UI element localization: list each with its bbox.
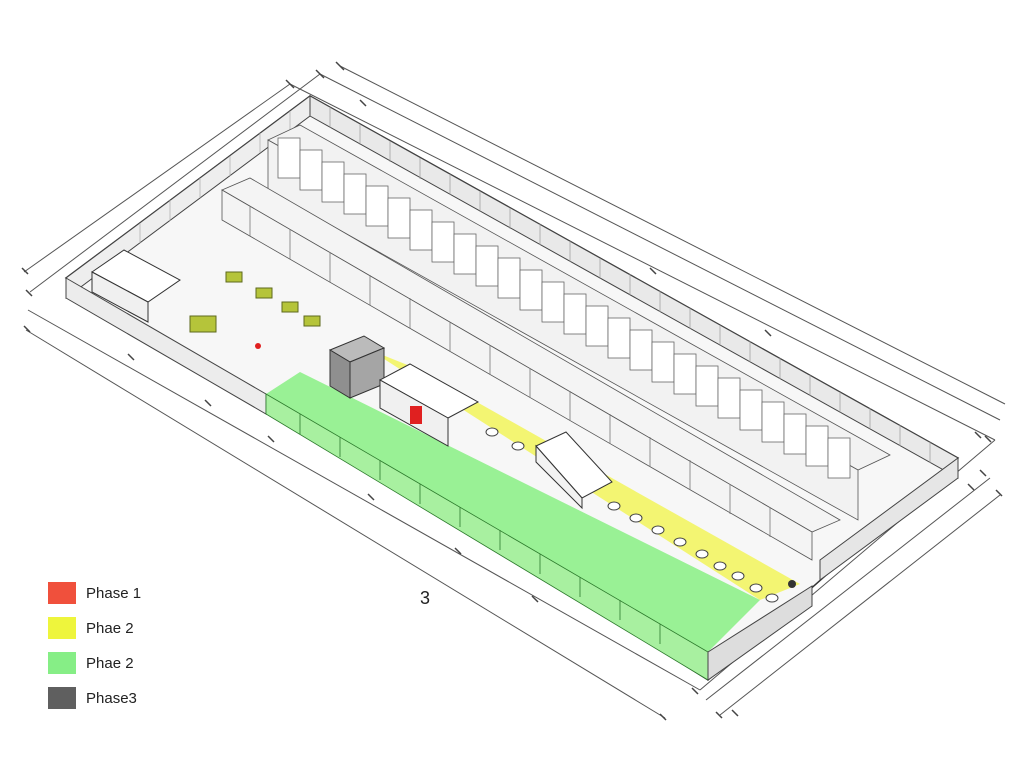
phase-green-zone (266, 372, 760, 652)
legend-item-phase-1: Phase 1 (48, 582, 188, 606)
legend-label: Phae 2 (86, 620, 134, 637)
office-box (91, 249, 181, 323)
white-unit (535, 431, 613, 510)
legend-swatch (48, 582, 76, 604)
glazing-mullions (299, 414, 661, 644)
left-wall-ribs (139, 111, 291, 243)
legend-swatch (48, 687, 76, 709)
right-front-wall (707, 585, 813, 681)
page-label: 3 (420, 588, 431, 608)
back-wall-ribs (329, 107, 931, 463)
right-end-wall (819, 457, 959, 581)
equipment-olive (189, 271, 321, 333)
central-block (328, 335, 480, 447)
legend-item-phase-2-yellow: Phae 2 (48, 617, 188, 641)
legend-item-phase-2-green: Phae 2 (48, 652, 188, 676)
rack-row-front-dividers (249, 206, 771, 537)
dimension-ticks (21, 61, 1003, 721)
legend-swatch (48, 652, 76, 674)
end-fixture (788, 580, 796, 588)
rack-modules (277, 137, 851, 479)
aisle-fixtures (485, 427, 779, 603)
legend-item-phase-3: Phase3 (48, 687, 188, 711)
legend-swatch (48, 617, 76, 639)
red-marker (255, 343, 261, 349)
legend-label: Phae 2 (86, 655, 134, 672)
legend-label: Phase3 (86, 690, 137, 707)
dimension-lines (23, 65, 1006, 719)
legend-label: Phase 1 (86, 585, 142, 602)
rack-row-front (221, 177, 841, 561)
